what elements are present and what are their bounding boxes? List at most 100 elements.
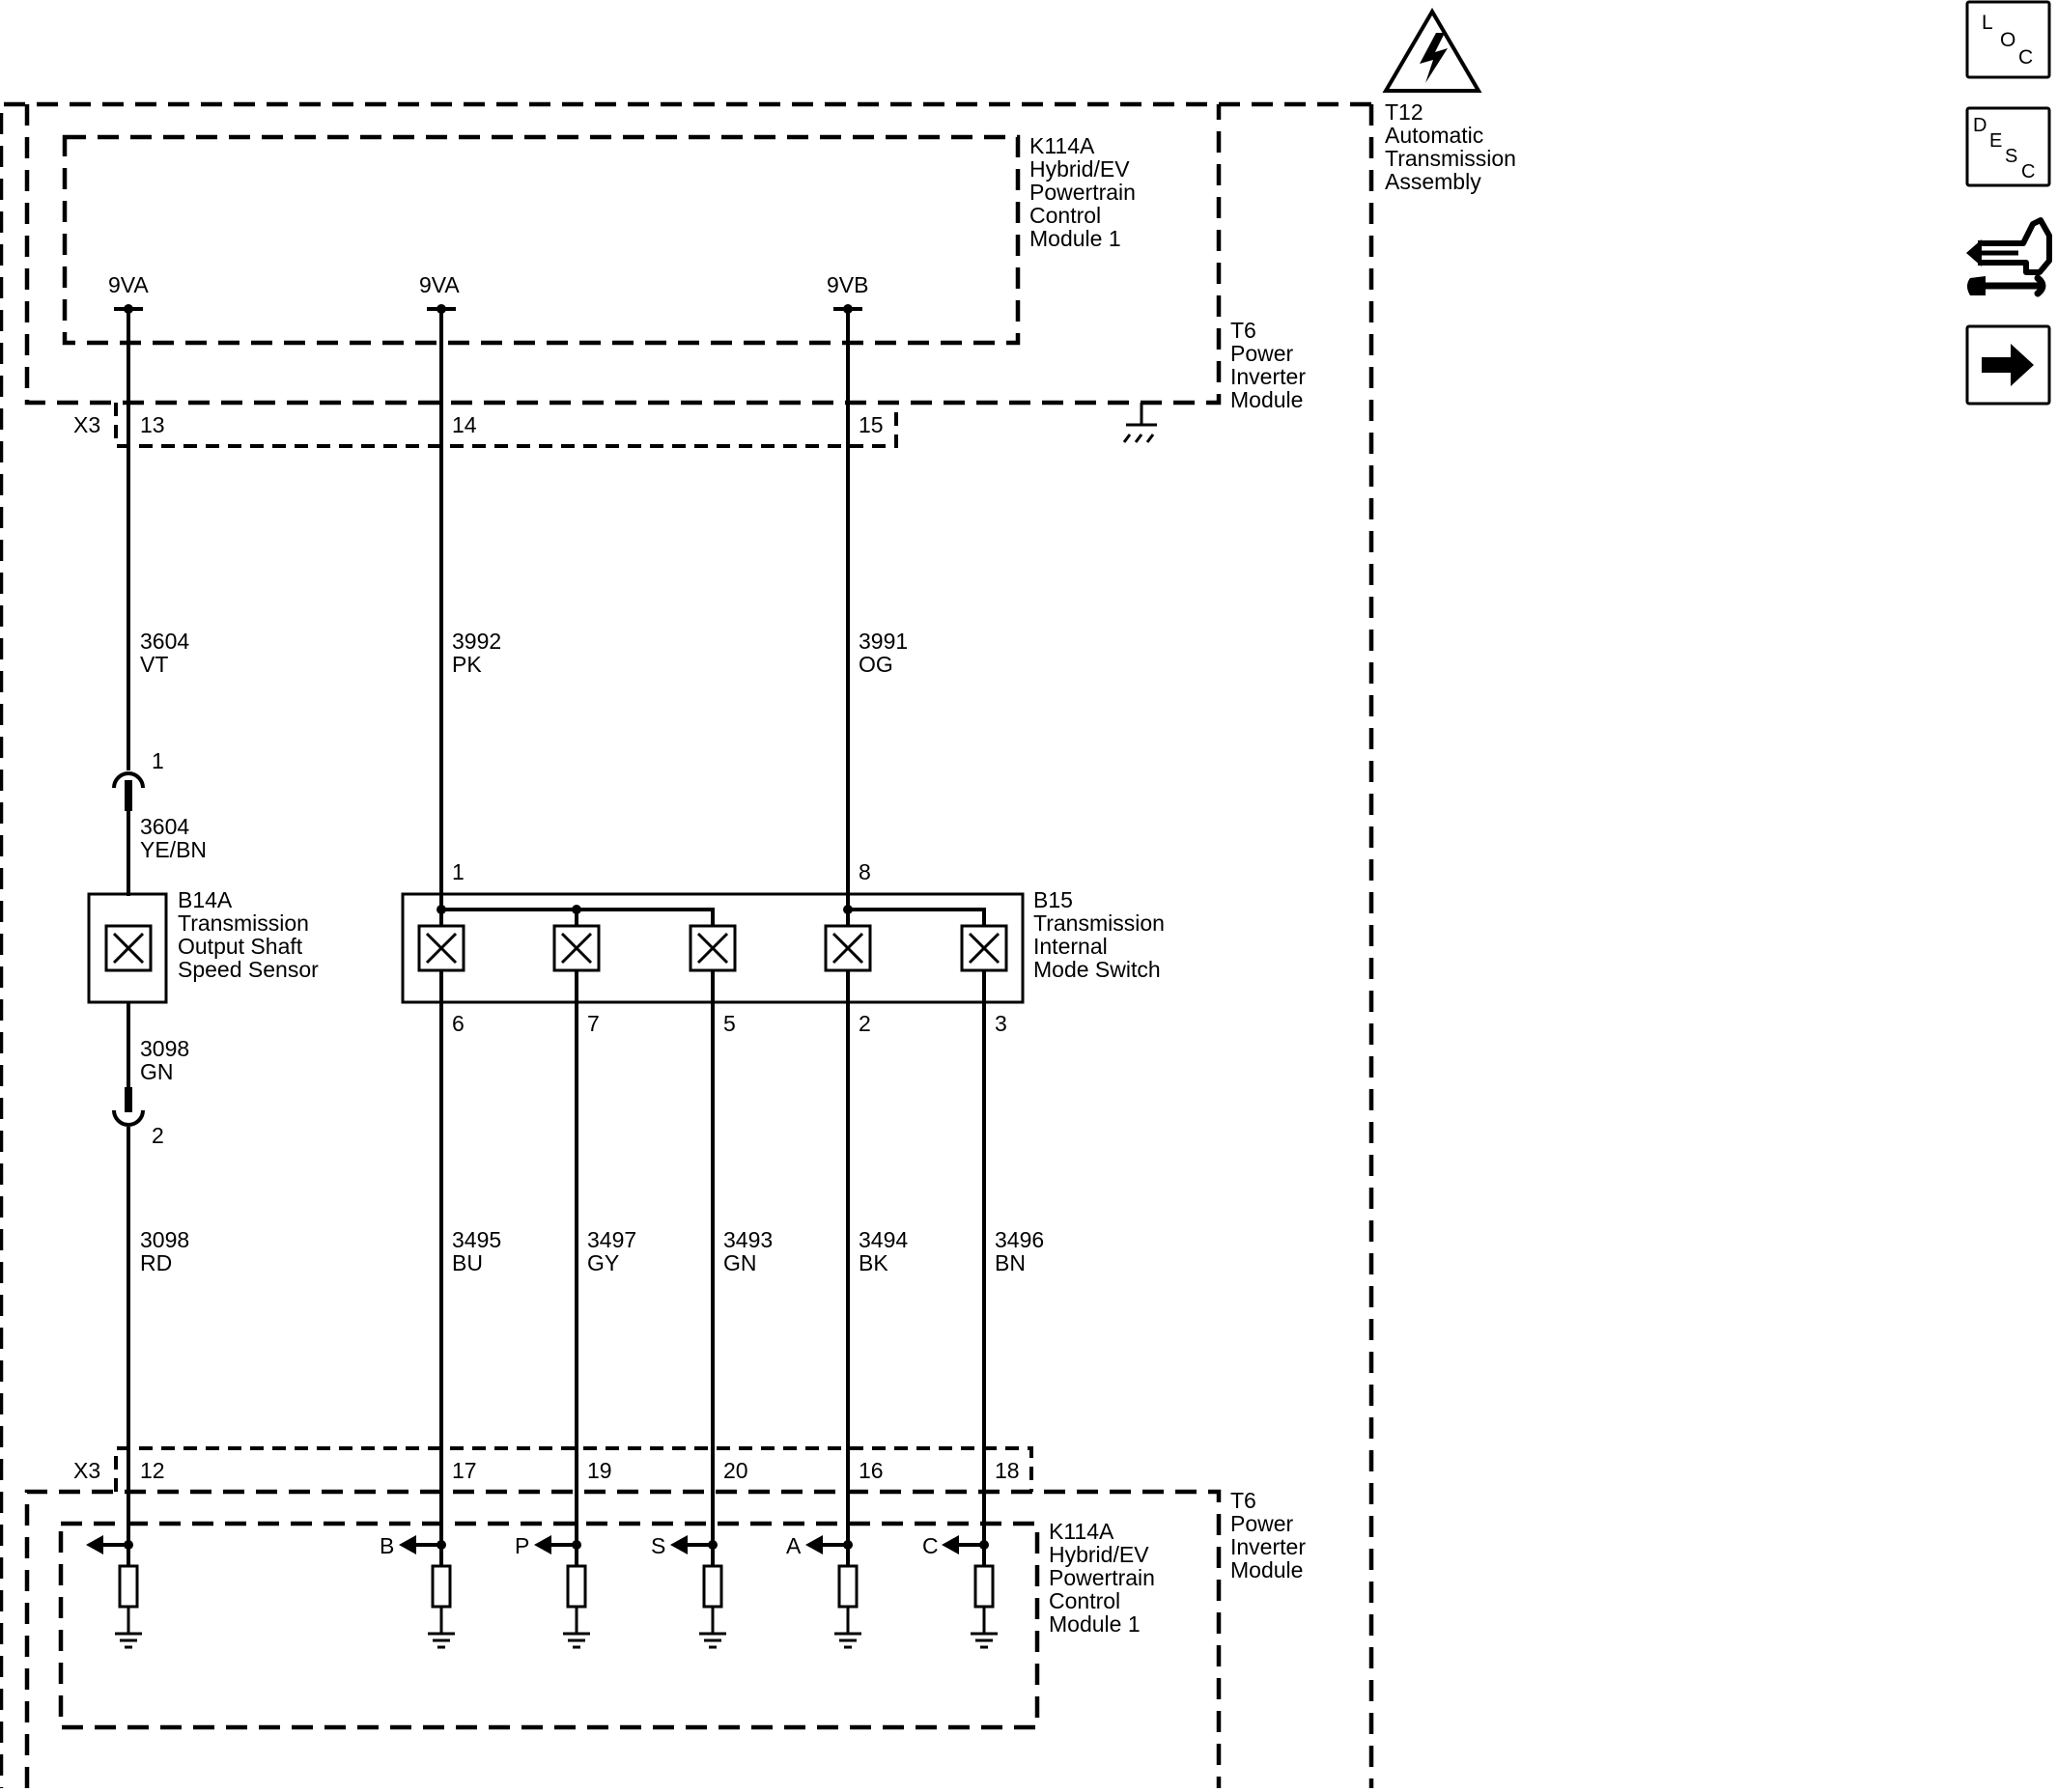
- pull-down-resistor: [431, 1564, 452, 1609]
- speed-sensor-label: B14A Transmission Output Shaft Speed Sen…: [178, 887, 319, 982]
- supply-label: 9VA: [108, 272, 149, 297]
- input-letter: P: [515, 1533, 529, 1558]
- wire-label: 3098 GN: [140, 1036, 196, 1084]
- input-letter: S: [651, 1533, 665, 1558]
- next-arrow-icon: [1982, 344, 2034, 386]
- pull-down-resistor: [566, 1564, 587, 1609]
- svg-text:O: O: [2000, 29, 2015, 51]
- switch-pin: 7: [587, 1011, 600, 1036]
- wire-label: 3991 OG: [859, 629, 915, 677]
- pull-down-resistor: [837, 1564, 859, 1609]
- upper-wire-labels: 3604 VT 3992 PK 3991 OG: [140, 629, 915, 677]
- speed-sensor-b14a: [87, 892, 168, 1004]
- supply-terminals: [114, 304, 862, 314]
- ground-icon: [561, 1620, 592, 1649]
- input-circuit: [86, 1535, 144, 1649]
- input-circuit: B: [380, 1533, 457, 1649]
- input-circuit: A: [786, 1533, 863, 1649]
- pull-down-resistor: [118, 1564, 139, 1609]
- ground-icon: [113, 1620, 144, 1649]
- pcm-top-label: K114A Hybrid/EV Powertrain Control Modul…: [1029, 133, 1141, 251]
- connector-pin: 13: [140, 412, 165, 437]
- connector-name: X3: [73, 1458, 100, 1483]
- connector-pin: 20: [723, 1458, 748, 1483]
- power-inverter-module-top-boundary: [24, 104, 1222, 406]
- mode-switch-b15: [401, 892, 1025, 1004]
- input-arrow-icon: [534, 1535, 551, 1554]
- inline-pin-label: 2: [152, 1123, 164, 1148]
- switch-pin: 3: [995, 1011, 1007, 1036]
- input-arrow-icon: [399, 1535, 416, 1554]
- supply-labels: 9VA 9VA 9VB: [108, 272, 868, 297]
- chassis-ground-symbol: [1122, 403, 1157, 443]
- loc-button[interactable]: L O C: [1965, 0, 2051, 79]
- inline-pin-label: 1: [152, 748, 164, 773]
- inline-connector-pin-2: [112, 1087, 145, 1127]
- svg-text:C: C: [2018, 46, 2033, 69]
- input-arrow-icon: [805, 1535, 823, 1554]
- transmission-assembly-boundary: [0, 101, 1374, 1788]
- pcm-bottom-boundary: [58, 1521, 1040, 1730]
- x3-connector-top-outline: [114, 403, 898, 448]
- svg-text:L: L: [1982, 12, 1993, 34]
- pim-bottom-label: T6 Power Inverter Module: [1230, 1488, 1311, 1582]
- connector-pinout-button[interactable]: [1966, 217, 2052, 297]
- switch-pin: 6: [452, 1011, 465, 1036]
- connector-pin: 18: [995, 1458, 1020, 1483]
- ground-icon: [832, 1620, 863, 1649]
- input-letter: B: [380, 1533, 394, 1558]
- switch-pin: 5: [723, 1011, 736, 1036]
- desc-button[interactable]: D E S C: [1965, 106, 2051, 187]
- power-inverter-module-bottom-boundary: [24, 1489, 1222, 1788]
- svg-text:E: E: [1989, 130, 2002, 152]
- switch-pin: 2: [859, 1011, 871, 1036]
- input-arrow-icon: [670, 1535, 688, 1554]
- connector-pinout-icon: [1966, 217, 2052, 297]
- switch-pin: 1: [452, 859, 465, 884]
- svg-text:D: D: [1973, 115, 1987, 136]
- connector-bottom-labels: X3 12 17 19 20 16 18: [73, 1458, 1020, 1483]
- next-button[interactable]: [1965, 324, 2051, 406]
- input-circuit: P: [515, 1533, 592, 1649]
- connector-pin: 14: [452, 412, 477, 437]
- ground-icon: [426, 1620, 457, 1649]
- sensor-harness-labels: 1 2 3604 YE/BN 3098 GN: [140, 748, 207, 1148]
- pull-down-resistor: [702, 1564, 723, 1609]
- input-arrow-icon: [942, 1535, 959, 1554]
- svg-text:S: S: [2005, 146, 2017, 167]
- connector-top-labels: X3 13 14 15: [73, 412, 884, 437]
- mode-switch-label: B15 Transmission Internal Mode Switch: [1033, 887, 1170, 982]
- loc-icon: L O C: [1982, 12, 2033, 69]
- x3-connector-bottom-outline: [114, 1446, 1033, 1492]
- connector-pin: 12: [140, 1458, 165, 1483]
- supply-label: 9VA: [419, 272, 460, 297]
- ground-icon: [697, 1620, 728, 1649]
- switch-pin-labels: 1 8 6 7 5 2 3: [452, 859, 1007, 1036]
- desc-icon: D E S C: [1973, 115, 2035, 182]
- svg-text:C: C: [2021, 161, 2035, 182]
- connector-pin: 19: [587, 1458, 612, 1483]
- wire-label: 3604 YE/BN: [140, 814, 207, 862]
- input-circuit: S: [651, 1533, 728, 1649]
- switch-pin: 8: [859, 859, 871, 884]
- connector-pin: 16: [859, 1458, 884, 1483]
- input-letter: A: [786, 1533, 802, 1558]
- ground-icon: [969, 1620, 1000, 1649]
- input-arrow-icon: [86, 1535, 103, 1554]
- connector-pin: 17: [452, 1458, 477, 1483]
- connector-name: X3: [73, 412, 100, 437]
- pull-down-resistor: [973, 1564, 995, 1609]
- pcm-top-boundary: [62, 134, 1021, 346]
- input-letter: C: [922, 1533, 939, 1558]
- module-labels: T12 Automatic Transmission Assembly K114…: [178, 99, 1522, 1637]
- assembly-label: T12 Automatic Transmission Assembly: [1385, 99, 1522, 194]
